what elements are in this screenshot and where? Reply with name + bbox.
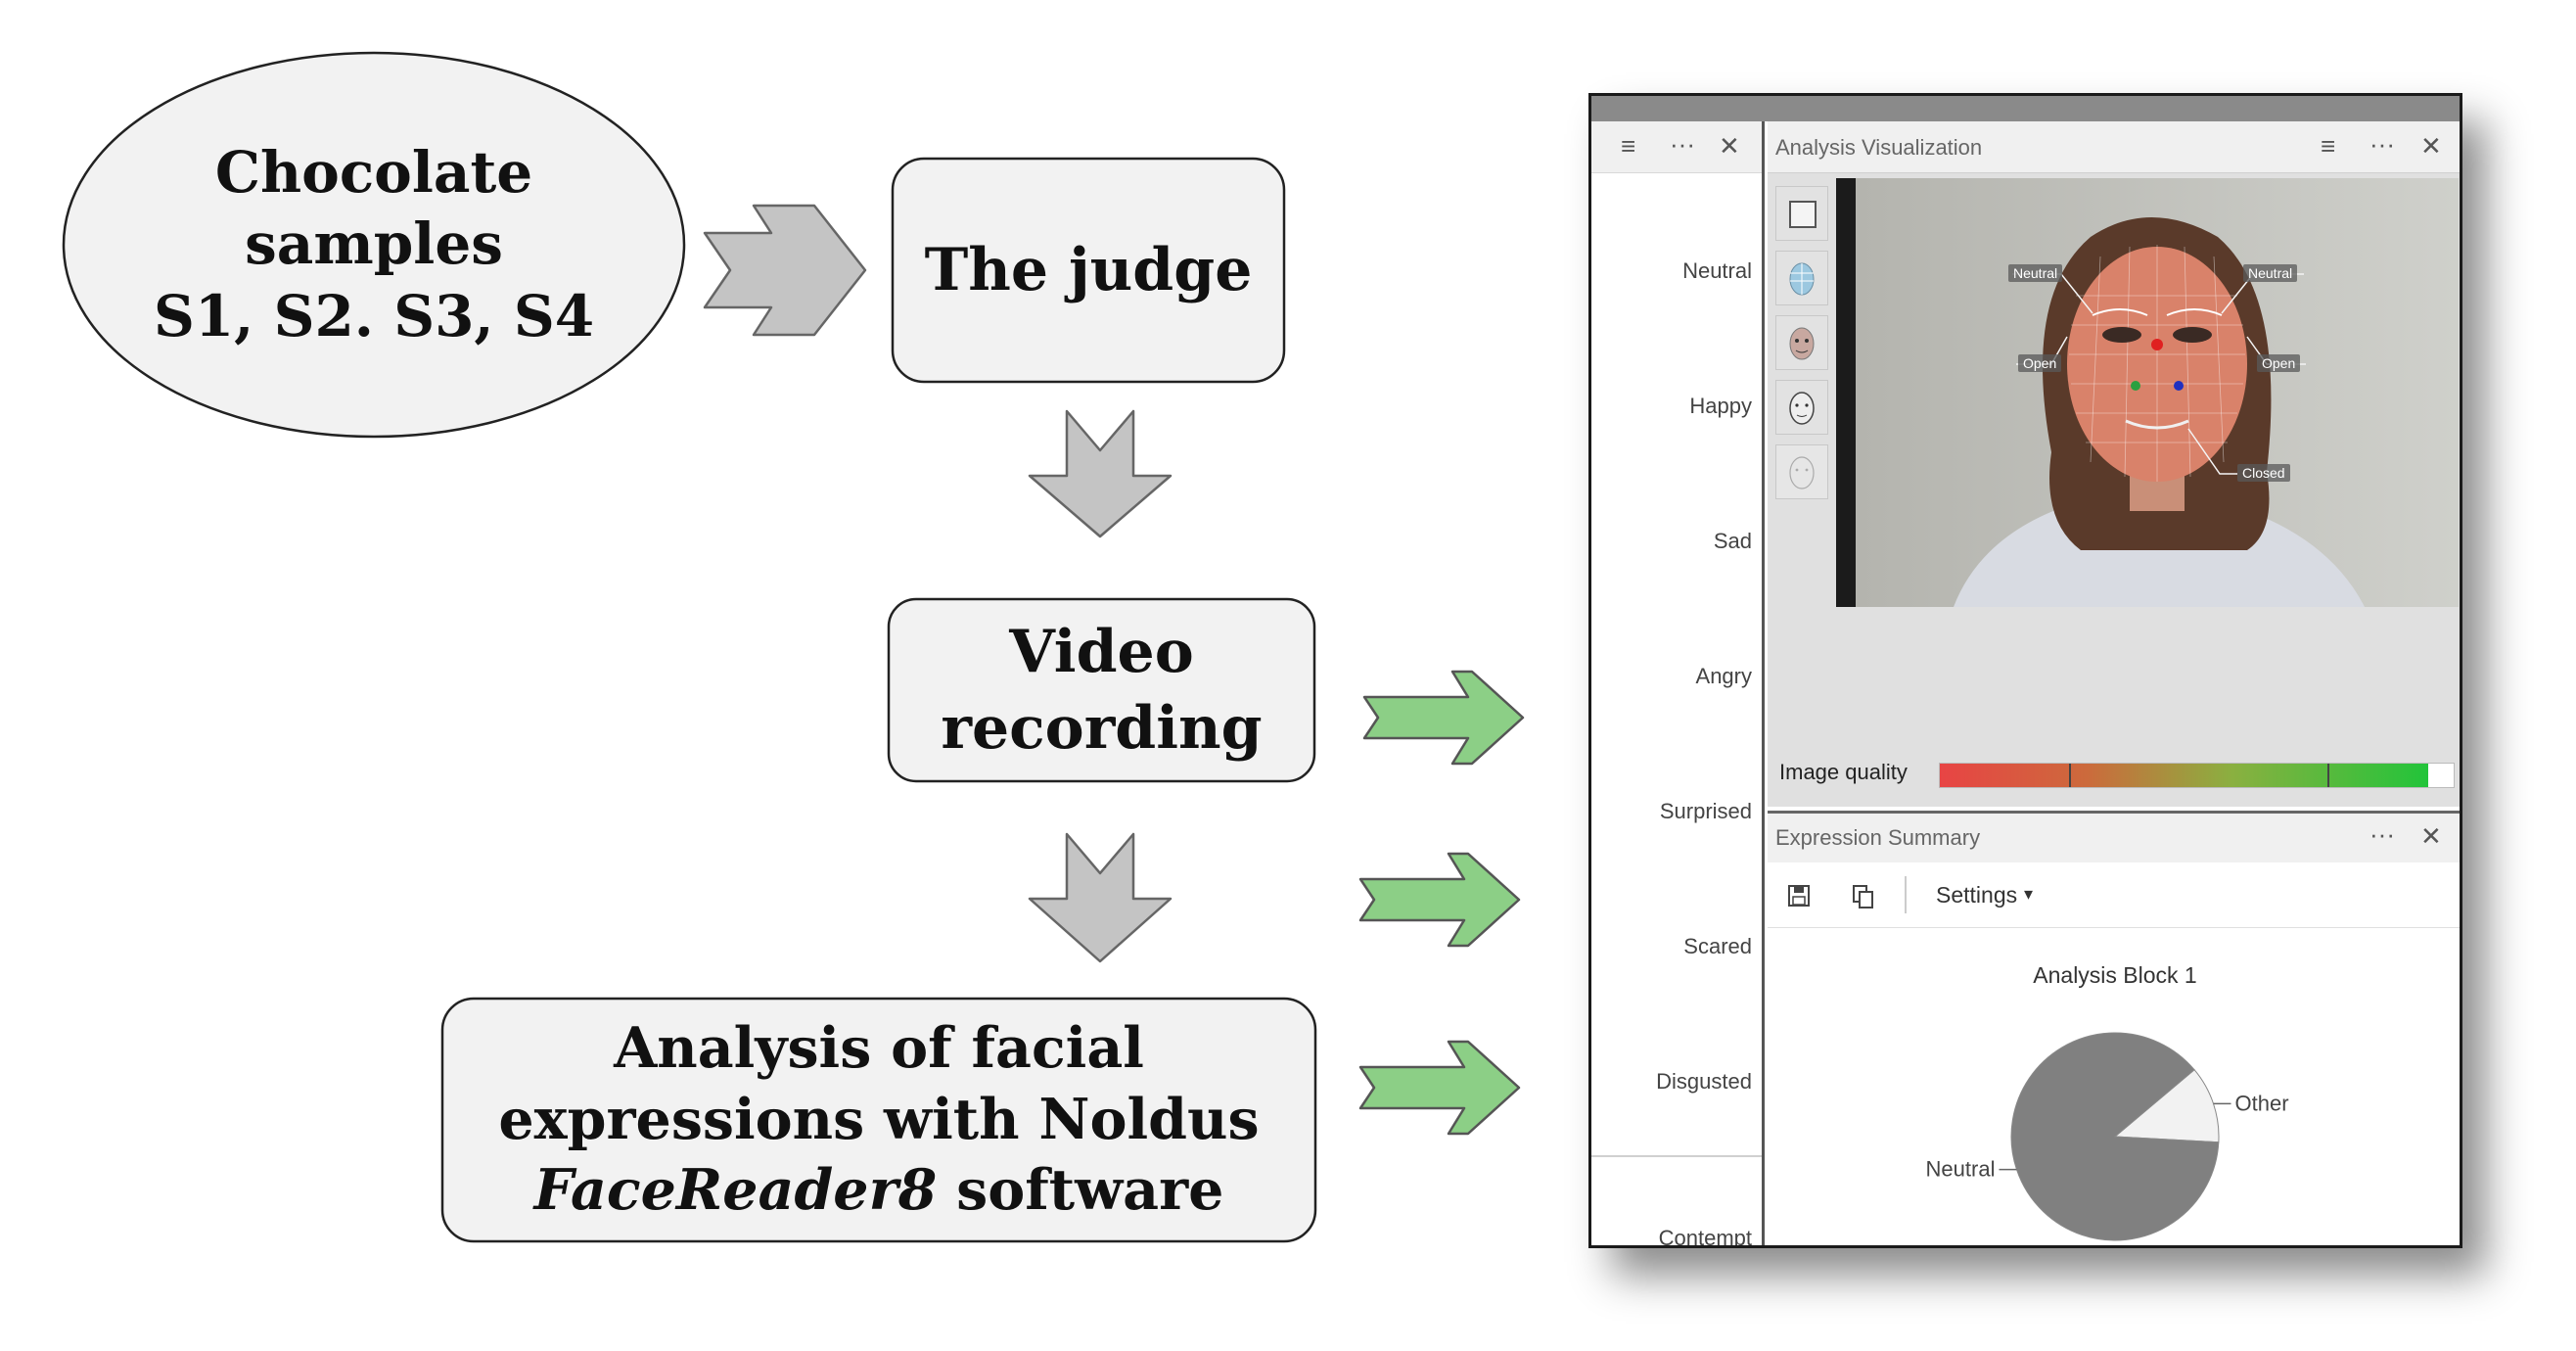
quality-marker-2 bbox=[2327, 764, 2329, 787]
emotion-disgusted: Disgusted bbox=[1656, 1069, 1752, 1094]
judge-box bbox=[891, 157, 1286, 384]
analysis-line-3: FaceReader8 software bbox=[534, 1155, 1224, 1226]
arrow-judge-to-video-shape bbox=[1028, 409, 1173, 538]
image-quality-track bbox=[1939, 763, 2455, 788]
outline-tool-button[interactable] bbox=[1775, 444, 1828, 499]
summary-title: Expression Summary bbox=[1775, 825, 1981, 850]
emotion-surprised: Surprised bbox=[1659, 799, 1752, 823]
emotion-scared: Scared bbox=[1683, 934, 1752, 958]
tag-right-eye: Open bbox=[2257, 354, 2301, 372]
settings-dropdown-icon[interactable]: ▾ bbox=[2024, 884, 2034, 904]
visualization-title: Analysis Visualization bbox=[1775, 135, 1983, 160]
window-top-strip bbox=[1591, 96, 2460, 121]
video-box bbox=[887, 597, 1316, 783]
visualization-panel: Analysis Visualization ≡ ··· ✕ bbox=[1768, 121, 2460, 807]
quality-marker-1 bbox=[2069, 764, 2071, 787]
arrow-video-to-analysis-shape bbox=[1028, 832, 1173, 963]
samples-line-2: samples bbox=[245, 210, 503, 278]
summary-pie-chart: Neutral Other bbox=[1926, 1032, 2289, 1241]
judge-label: The judge bbox=[924, 235, 1253, 304]
judge-node: The judge bbox=[893, 159, 1284, 382]
sketch-tool-button[interactable] bbox=[1775, 380, 1828, 435]
frame-tool-button[interactable] bbox=[1775, 186, 1828, 241]
frame-icon bbox=[1789, 201, 1817, 228]
video-line-2: recording bbox=[941, 694, 1263, 763]
settings-button[interactable]: Settings bbox=[1936, 882, 2018, 908]
arrow-samples-to-judge-shape bbox=[703, 204, 867, 337]
emotion-contempt: Contempt bbox=[1658, 1226, 1752, 1248]
summary-header: Expression Summary ··· ✕ bbox=[1768, 814, 2460, 862]
analysis-line-1: Analysis of facial bbox=[614, 1015, 1144, 1082]
analysis-line-3-rest: software bbox=[937, 1157, 1224, 1224]
analysis-block-title: Analysis Block 1 bbox=[2033, 962, 2197, 988]
outline-face-icon bbox=[1789, 456, 1815, 489]
samples-line-1: Chocolate bbox=[214, 138, 533, 206]
analysis-box bbox=[440, 997, 1317, 1243]
video-line-1: Video bbox=[1009, 618, 1194, 686]
emotion-divider bbox=[1591, 1155, 1762, 1157]
software-name: FaceReader8 bbox=[533, 1157, 938, 1224]
pie-slice-neutral bbox=[2010, 1032, 2220, 1241]
green-arrow-2 bbox=[1358, 852, 1521, 948]
video-node: Video recording bbox=[889, 599, 1314, 781]
samples-ellipse bbox=[62, 51, 686, 439]
green-arrow-1 bbox=[1362, 670, 1525, 766]
viz-menu-icon[interactable]: ≡ bbox=[2321, 131, 2336, 161]
toolbar-separator bbox=[1905, 876, 1907, 913]
pie-label-neutral: Neutral bbox=[1926, 1157, 1996, 1182]
emotion-neutral: Neutral bbox=[1682, 258, 1752, 283]
menu-icon[interactable]: ≡ bbox=[1621, 131, 1636, 161]
summary-toolbar: Settings ▾ bbox=[1768, 862, 2460, 928]
tag-left-eyebrow: Neutral bbox=[2008, 264, 2063, 282]
sketch-face-icon bbox=[1789, 392, 1815, 425]
summary-more-icon[interactable]: ··· bbox=[2369, 819, 2395, 849]
image-quality-fill bbox=[1940, 764, 2428, 787]
save-icon[interactable] bbox=[1787, 884, 1811, 908]
emotion-angry: Angry bbox=[1695, 664, 1752, 688]
emotion-happy: Happy bbox=[1689, 394, 1752, 418]
facereader-window: ≡ ··· ✕ Neutral Happy Sad Angry Surprise… bbox=[1588, 93, 2462, 1248]
emotion-sad: Sad bbox=[1713, 529, 1752, 553]
flowchart-canvas bbox=[62, 51, 1525, 1243]
analysis-line-2: expressions with Noldus bbox=[498, 1086, 1260, 1152]
summary-close-icon[interactable]: ✕ bbox=[2420, 821, 2442, 851]
face-tool-button[interactable] bbox=[1775, 315, 1828, 370]
face-video-image bbox=[1836, 178, 2459, 607]
viz-close-icon[interactable]: ✕ bbox=[2420, 131, 2442, 161]
emotion-panel-header: ≡ ··· ✕ bbox=[1591, 121, 1762, 173]
copy-icon[interactable] bbox=[1852, 884, 1875, 909]
emotion-panel: ≡ ··· ✕ Neutral Happy Sad Angry Surprise… bbox=[1591, 121, 1765, 1248]
summary-panel: Expression Summary ··· ✕ Settings ▾ Anal… bbox=[1768, 811, 2460, 1245]
samples-node: Chocolate samples S1, S2. S3, S4 bbox=[64, 88, 684, 401]
green-arrow-3 bbox=[1358, 1040, 1521, 1136]
mesh-face-icon bbox=[1789, 262, 1815, 296]
image-quality-label: Image quality bbox=[1779, 760, 1908, 784]
tag-left-eye: Open bbox=[2018, 354, 2062, 372]
pie-label-other: Other bbox=[2235, 1091, 2289, 1115]
tag-right-eyebrow: Neutral bbox=[2243, 264, 2298, 282]
mesh-tool-button[interactable] bbox=[1775, 251, 1828, 305]
samples-line-3: S1, S2. S3, S4 bbox=[153, 282, 595, 349]
visualization-header: Analysis Visualization ≡ ··· ✕ bbox=[1768, 121, 2460, 173]
tag-mouth: Closed bbox=[2237, 464, 2290, 482]
more-icon[interactable]: ··· bbox=[1670, 129, 1695, 159]
face-icon bbox=[1789, 327, 1815, 360]
analysis-node: Analysis of facial expressions with Nold… bbox=[442, 999, 1315, 1241]
close-icon[interactable]: ✕ bbox=[1719, 131, 1740, 161]
emotion-list: Neutral Happy Sad Angry Surprised Scared… bbox=[1591, 172, 1762, 1248]
video-frame: Neutral Neutral Open Open Closed bbox=[1836, 178, 2459, 607]
viz-more-icon[interactable]: ··· bbox=[2369, 129, 2395, 159]
